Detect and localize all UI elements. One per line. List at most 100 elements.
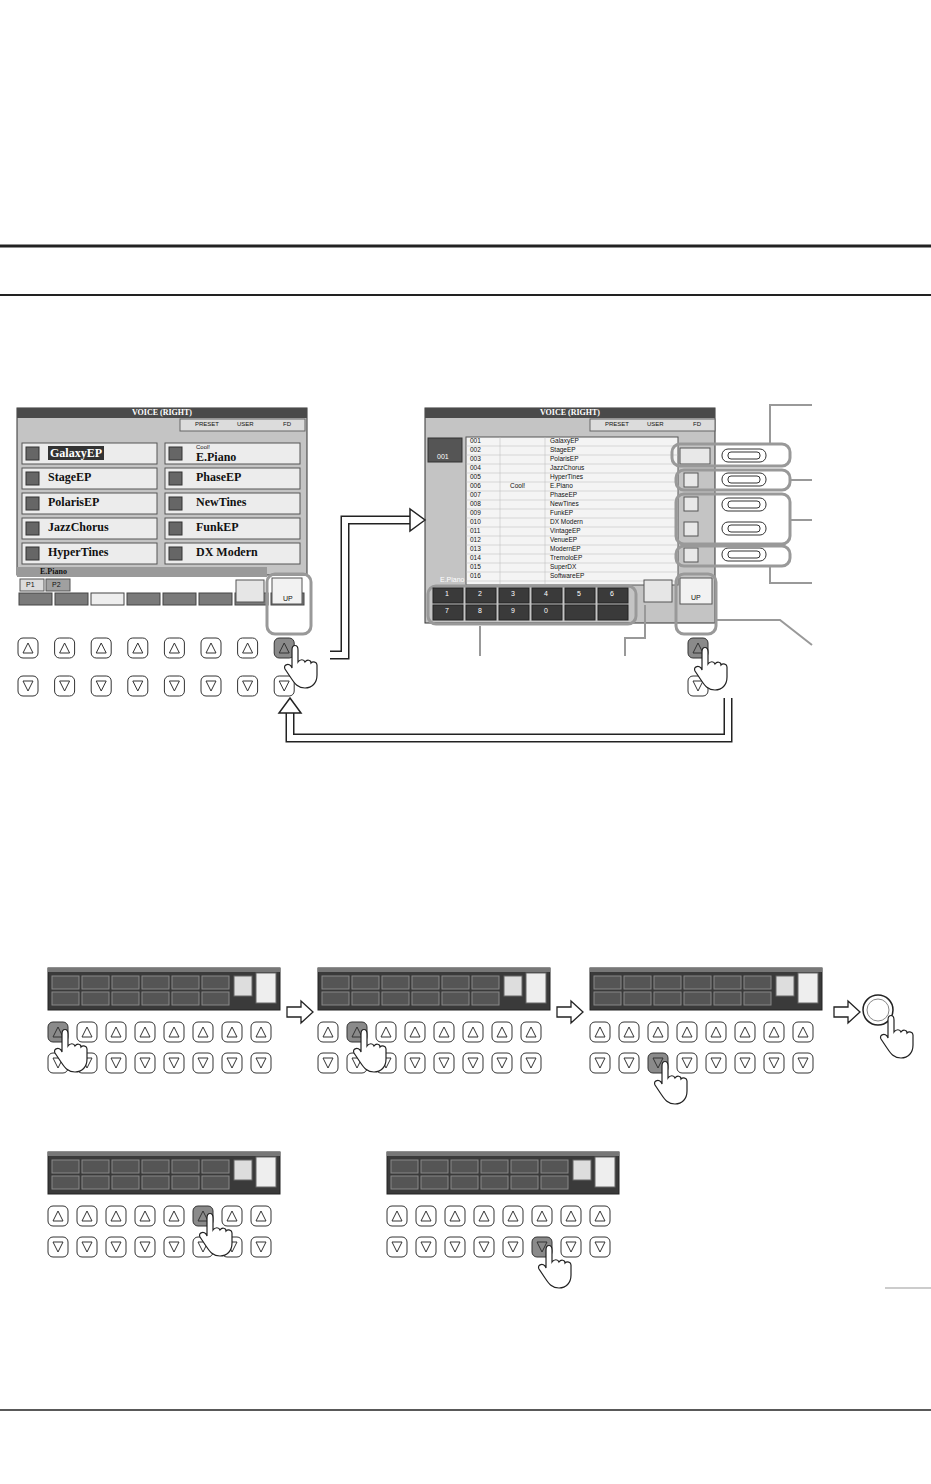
shape	[48, 1152, 280, 1156]
shape	[272, 578, 302, 604]
screen-label: FunkEP	[550, 510, 573, 517]
shape	[201, 676, 221, 696]
screen-label: PRESET	[195, 421, 219, 427]
leader-line	[770, 566, 812, 583]
shape	[22, 543, 157, 564]
shape	[91, 676, 111, 696]
voice-name: E.Piano	[196, 451, 236, 463]
triangle-mark	[439, 1058, 449, 1068]
shape	[169, 447, 182, 460]
screen-label: 3	[511, 590, 515, 597]
screen-title: VOICE (RIGHT)	[17, 408, 307, 418]
triangle-mark	[624, 1058, 634, 1068]
shape	[492, 1022, 512, 1042]
shape	[672, 444, 790, 466]
shape	[451, 1160, 478, 1173]
screen-label: 006	[470, 483, 481, 490]
screen-label: USER	[237, 421, 254, 427]
triangle-mark	[740, 1027, 750, 1037]
leader-line	[466, 572, 678, 573]
leader-line	[0, 294, 931, 296]
connector-fill	[290, 698, 728, 738]
screen-label: FD	[283, 421, 291, 427]
triangle-mark	[497, 1027, 507, 1037]
shape	[251, 1022, 271, 1042]
screen-label: P2	[52, 581, 61, 588]
triangle-mark	[682, 1058, 692, 1068]
screen-label: 003	[470, 456, 481, 463]
shape	[202, 976, 229, 989]
leader-line	[625, 605, 645, 656]
shape	[18, 638, 38, 658]
leader-line	[0, 245, 931, 248]
leader-line	[545, 437, 546, 585]
shape	[644, 580, 672, 602]
shape	[164, 1053, 184, 1073]
leader-line	[770, 405, 812, 444]
shape	[318, 968, 550, 972]
shape	[18, 676, 38, 696]
triangle-mark	[439, 1027, 449, 1037]
shape	[165, 543, 300, 564]
pointing-hand	[55, 1030, 87, 1073]
shape	[532, 605, 562, 620]
triangle-mark	[82, 1027, 92, 1037]
shape	[55, 638, 75, 658]
triangle-mark	[595, 1242, 605, 1252]
shape	[172, 1176, 199, 1189]
shape	[169, 547, 182, 560]
shape	[428, 438, 462, 462]
screen-label: USER	[647, 421, 664, 427]
triangle-mark	[256, 1027, 266, 1037]
voice-name: StageEP	[48, 471, 91, 483]
triangle-mark	[206, 643, 216, 653]
shape	[55, 593, 88, 605]
voice-name: GalaxyEP	[48, 446, 104, 460]
flow-arrow	[287, 1001, 313, 1023]
shape	[91, 593, 124, 605]
leader-line	[466, 455, 678, 456]
shape	[17, 567, 267, 577]
shape	[511, 1176, 538, 1189]
shape	[169, 497, 182, 510]
shape	[503, 1237, 523, 1257]
screen-label: UP	[283, 595, 293, 602]
leader-line	[466, 509, 678, 510]
shape	[412, 976, 439, 989]
shape	[234, 976, 252, 996]
shape	[135, 1022, 155, 1042]
shape	[416, 1237, 436, 1257]
arrow-head	[410, 509, 425, 531]
leader-line	[466, 446, 678, 447]
shape	[474, 1237, 494, 1257]
triangle-mark	[711, 1027, 721, 1037]
shape	[684, 497, 698, 511]
shape	[77, 1206, 97, 1226]
pointing-hand	[539, 1246, 571, 1289]
shape	[466, 588, 496, 603]
shape	[180, 419, 305, 431]
connector-fill	[330, 520, 411, 655]
shape	[442, 992, 469, 1005]
shape	[722, 498, 766, 511]
shape	[590, 1237, 610, 1257]
triangle-mark	[279, 643, 289, 653]
shape	[22, 443, 157, 464]
screen-label: 2	[478, 590, 482, 597]
shape	[793, 1053, 813, 1073]
shape	[434, 1022, 454, 1042]
triangle-mark	[566, 1242, 576, 1252]
shape	[201, 638, 221, 658]
shape	[17, 408, 307, 418]
shape	[442, 976, 469, 989]
shape	[142, 992, 169, 1005]
triangle-mark	[450, 1211, 460, 1221]
triangle-mark	[60, 681, 70, 691]
shape	[677, 1022, 697, 1042]
voice-name: HyperTines	[48, 546, 108, 558]
triangle-mark	[256, 1058, 266, 1068]
shape	[352, 976, 379, 989]
screen-label: 005	[470, 474, 481, 481]
shape	[676, 546, 790, 566]
triangle-mark	[169, 1027, 179, 1037]
